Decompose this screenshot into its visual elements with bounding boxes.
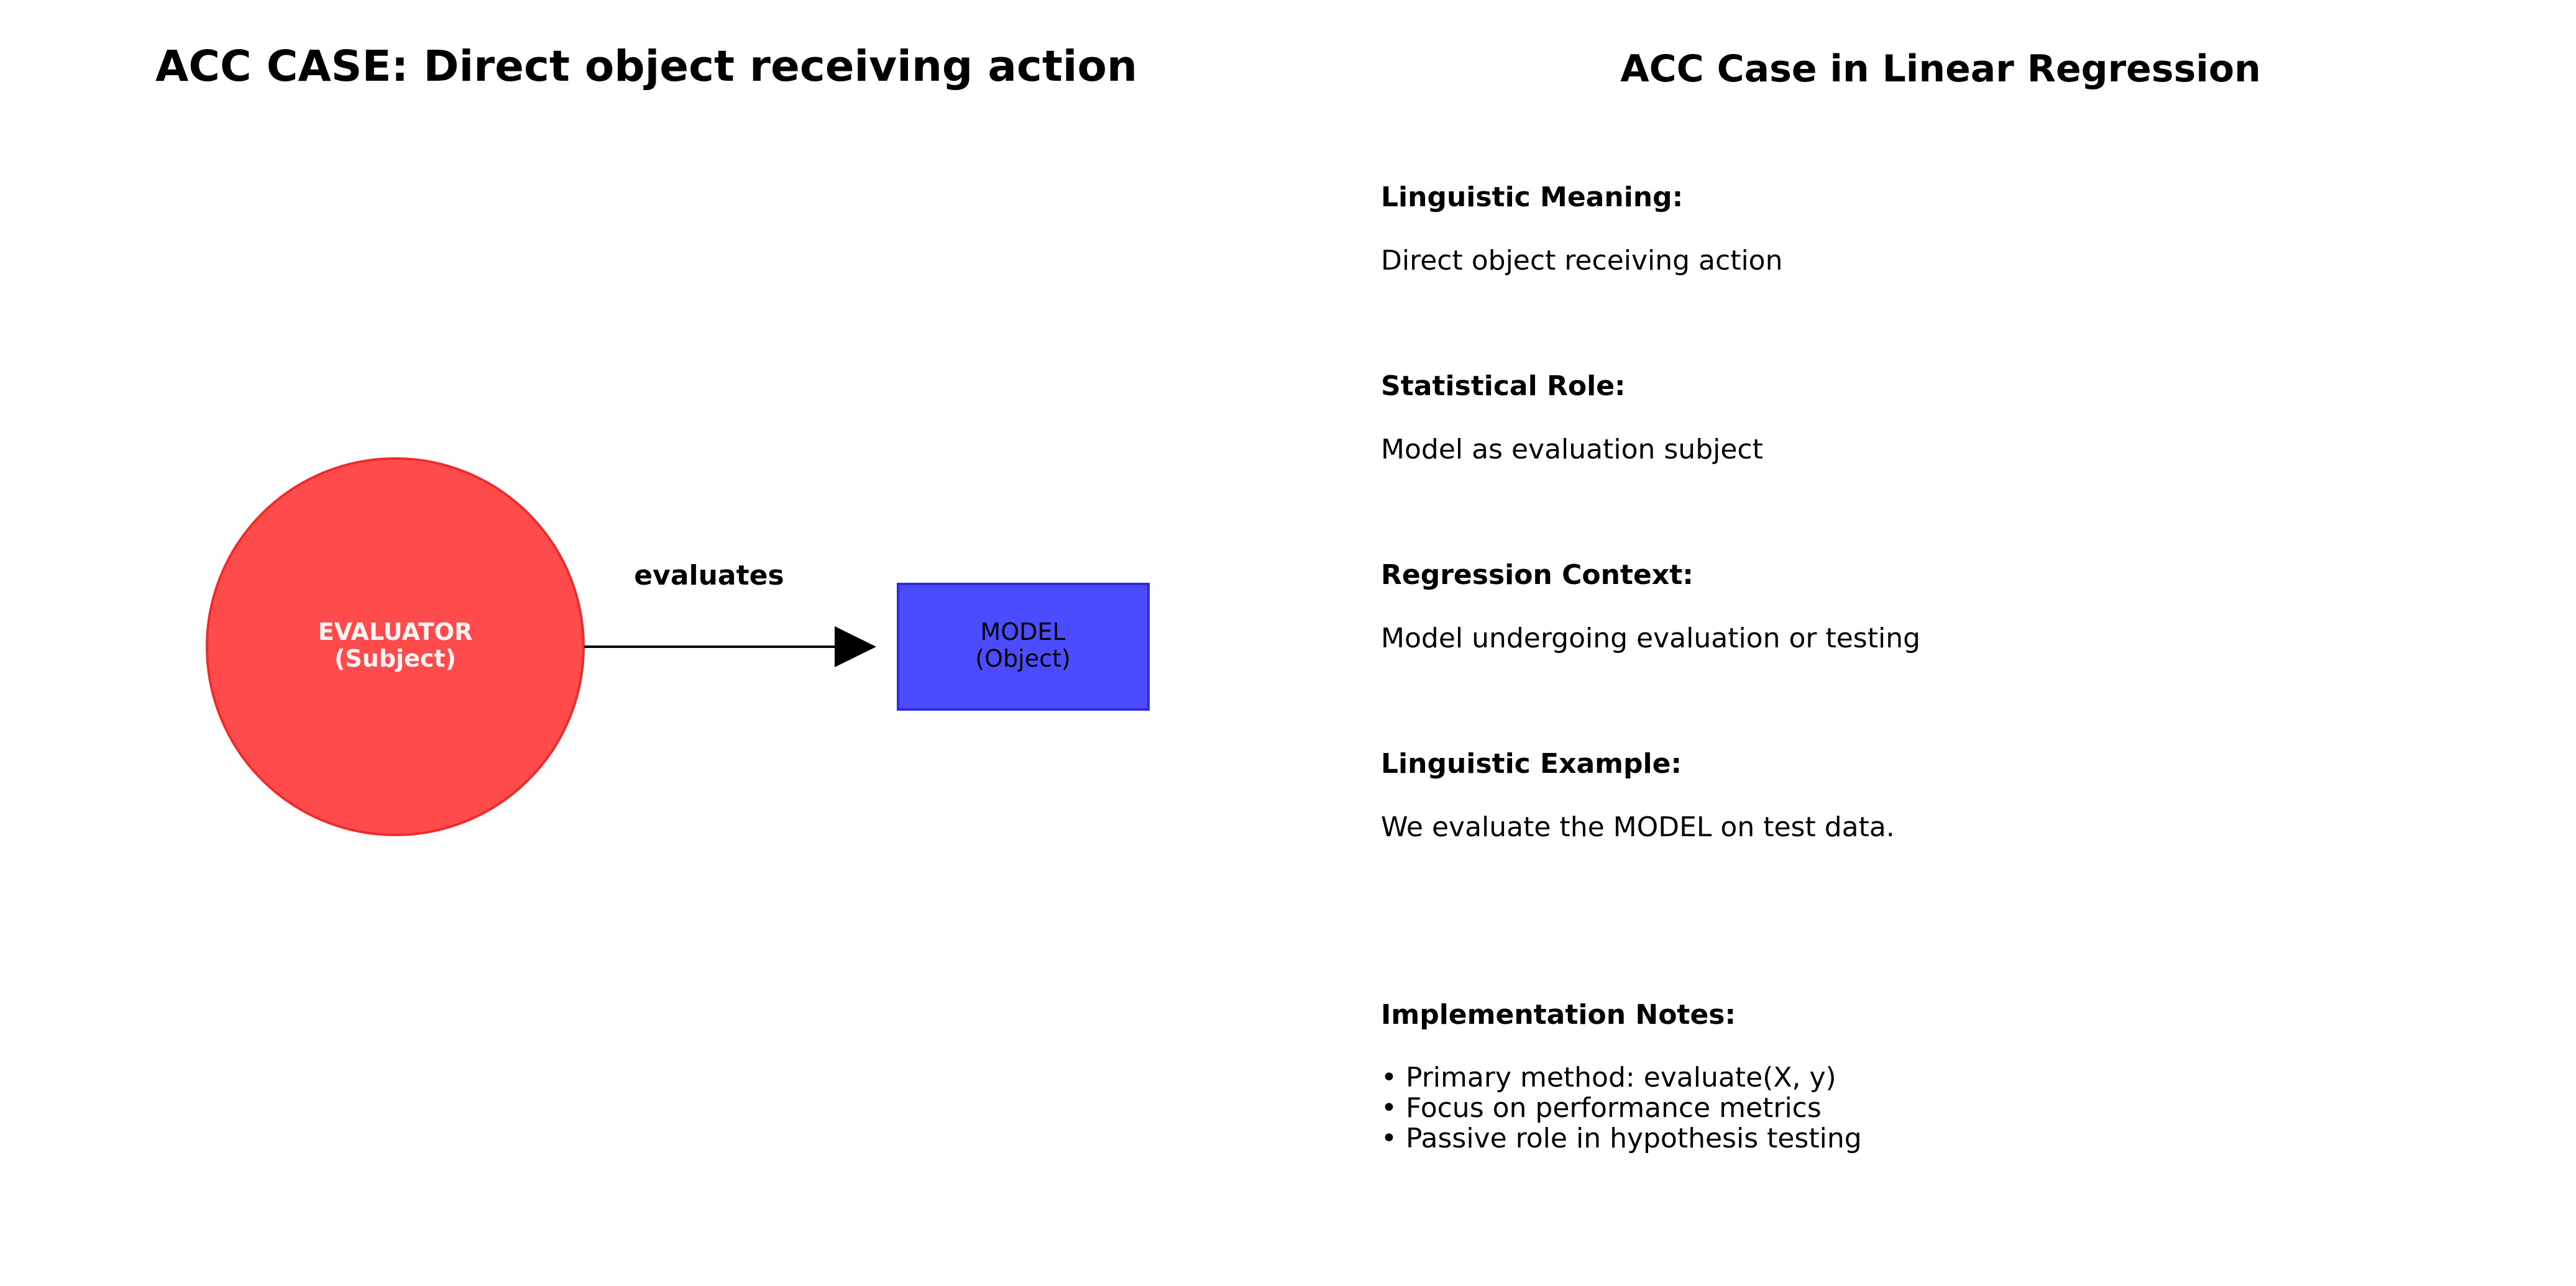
section-text: We evaluate the MODEL on test data. xyxy=(1381,811,1895,843)
section-text: Model undergoing evaluation or testing xyxy=(1381,622,1921,654)
diagram-title: ACC CASE: Direct object receiving action xyxy=(155,42,1137,91)
section-heading: Linguistic Example: xyxy=(1381,748,1682,780)
section-text: Direct object receiving action xyxy=(1381,245,1783,276)
notes-item: Passive role in hypothesis testing xyxy=(1381,1123,2500,1154)
notes-item: Focus on performance metrics xyxy=(1381,1093,2500,1123)
object-node xyxy=(897,583,1150,711)
section-heading: Statistical Role: xyxy=(1381,370,1626,402)
subject-node xyxy=(206,457,585,836)
subject-node-label: EVALUATOR xyxy=(318,618,473,645)
object-node-label: MODEL xyxy=(980,618,1065,645)
edge-label: evaluates xyxy=(634,560,784,591)
edge-arrowhead xyxy=(835,626,876,667)
section-linguistic-meaning: Linguistic Meaning: Direct object receiv… xyxy=(1381,181,2500,277)
section-text: Model as evaluation subject xyxy=(1381,434,1763,465)
case-diagram: ACC CASE: Direct object receiving action… xyxy=(155,42,1150,836)
section-regression-context: Regression Context: Model undergoing eva… xyxy=(1381,559,2500,655)
section-implementation-notes: Implementation Notes: Primary method: ev… xyxy=(1381,999,2500,1154)
section-heading: Linguistic Meaning: xyxy=(1381,181,1684,213)
subject-node-role: (Subject) xyxy=(334,645,456,672)
object-node-role: (Object) xyxy=(975,645,1070,672)
notes-item: Primary method: evaluate(X, y) xyxy=(1381,1062,2500,1093)
panel-title: ACC Case in Linear Regression xyxy=(1620,47,2261,91)
notes-heading: Implementation Notes: xyxy=(1381,999,1736,1031)
section-statistical-role: Statistical Role: Model as evaluation su… xyxy=(1381,370,2500,466)
section-linguistic-example: Linguistic Example: We evaluate the MODE… xyxy=(1381,748,2500,844)
notes-list: Primary method: evaluate(X, y) Focus on … xyxy=(1381,1062,2500,1154)
section-heading: Regression Context: xyxy=(1381,559,1694,591)
